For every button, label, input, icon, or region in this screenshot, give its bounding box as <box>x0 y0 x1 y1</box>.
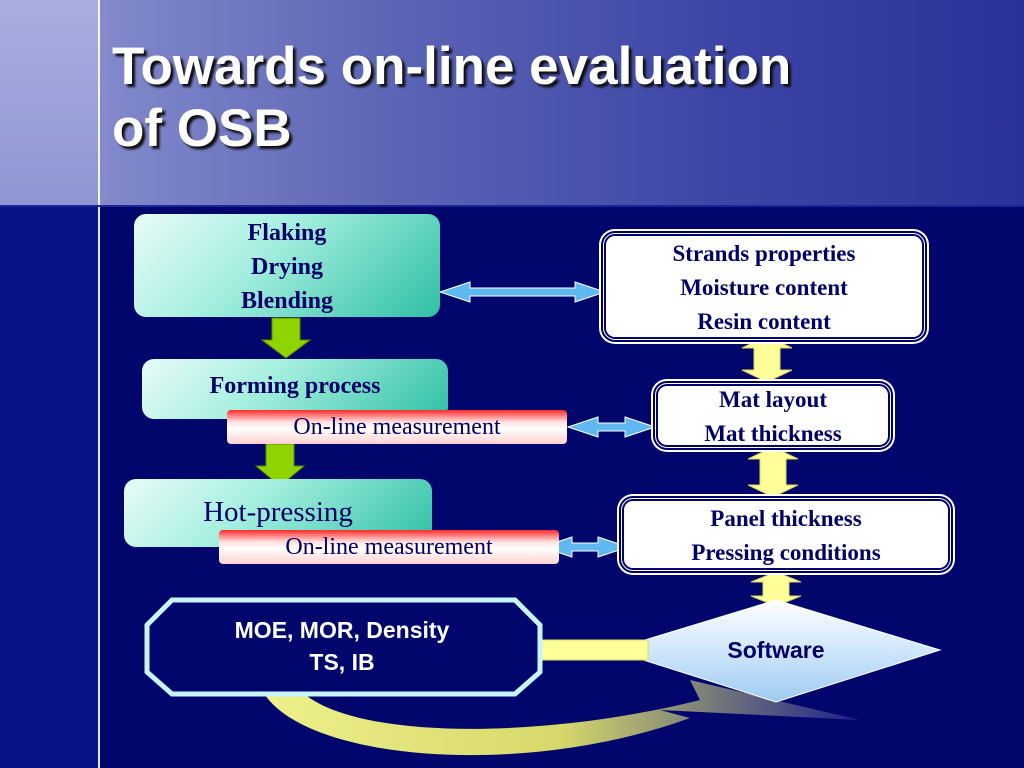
measurement2-label: On-line measurement <box>285 534 493 560</box>
props1-line-1: Strands properties <box>672 241 856 266</box>
stage2-label: Forming process <box>209 373 381 399</box>
props3-line-1: Panel thickness <box>710 506 862 531</box>
strands-properties-box: Strands properties Moisture content Resi… <box>601 231 927 342</box>
props2-line-1: Mat layout <box>719 387 827 412</box>
vertical-rule <box>98 0 100 768</box>
header-corner <box>0 0 100 205</box>
output-line-1: MOE, MOR, Density <box>234 617 450 643</box>
output-line-2: TS, IB <box>309 649 375 675</box>
down-arrow-green-1 <box>260 317 312 359</box>
stage1-line-2: Drying <box>251 254 323 280</box>
stage-forming-process: Forming process <box>142 359 448 419</box>
double-arrow-blue-2 <box>566 416 657 438</box>
mat-layout-box: Mat layout Mat thickness <box>653 381 893 450</box>
horizontal-rule <box>0 205 1024 207</box>
stage-flaking-drying-blending: Flaking Drying Blending <box>134 214 440 317</box>
props2-line-2: Mat thickness <box>704 421 842 446</box>
feedback-curve-arrow <box>262 680 860 756</box>
title-line-1: Towards on-line evaluation <box>112 37 792 96</box>
double-arrow-yellow-1 <box>741 335 793 383</box>
stage1-line-1: Flaking <box>247 220 327 246</box>
double-arrow-blue-1 <box>438 281 607 303</box>
online-measurement-2: On-line measurement <box>219 530 559 564</box>
double-arrow-yellow-2 <box>747 446 799 498</box>
props3-line-2: Pressing conditions <box>691 540 881 565</box>
props1-line-3: Resin content <box>697 309 831 334</box>
software-label: Software <box>727 637 825 663</box>
stage3-label: Hot-pressing <box>203 496 353 528</box>
title-line-2: of OSB <box>112 99 292 158</box>
slide-title: Towards on-line evaluation of OSB <box>112 36 1012 160</box>
output-properties: MOE, MOR, Density TS, IB <box>160 614 524 678</box>
measurement1-label: On-line measurement <box>293 414 501 440</box>
software-diamond <box>610 599 942 703</box>
props1-line-2: Moisture content <box>680 275 848 300</box>
stage1-line-3: Blending <box>240 288 334 314</box>
down-arrow-green-2 <box>254 443 306 487</box>
title-band <box>0 0 1024 205</box>
online-measurement-1: On-line measurement <box>227 410 567 444</box>
output-octagon <box>144 597 543 697</box>
panel-thickness-box: Panel thickness Pressing conditions <box>619 496 953 573</box>
